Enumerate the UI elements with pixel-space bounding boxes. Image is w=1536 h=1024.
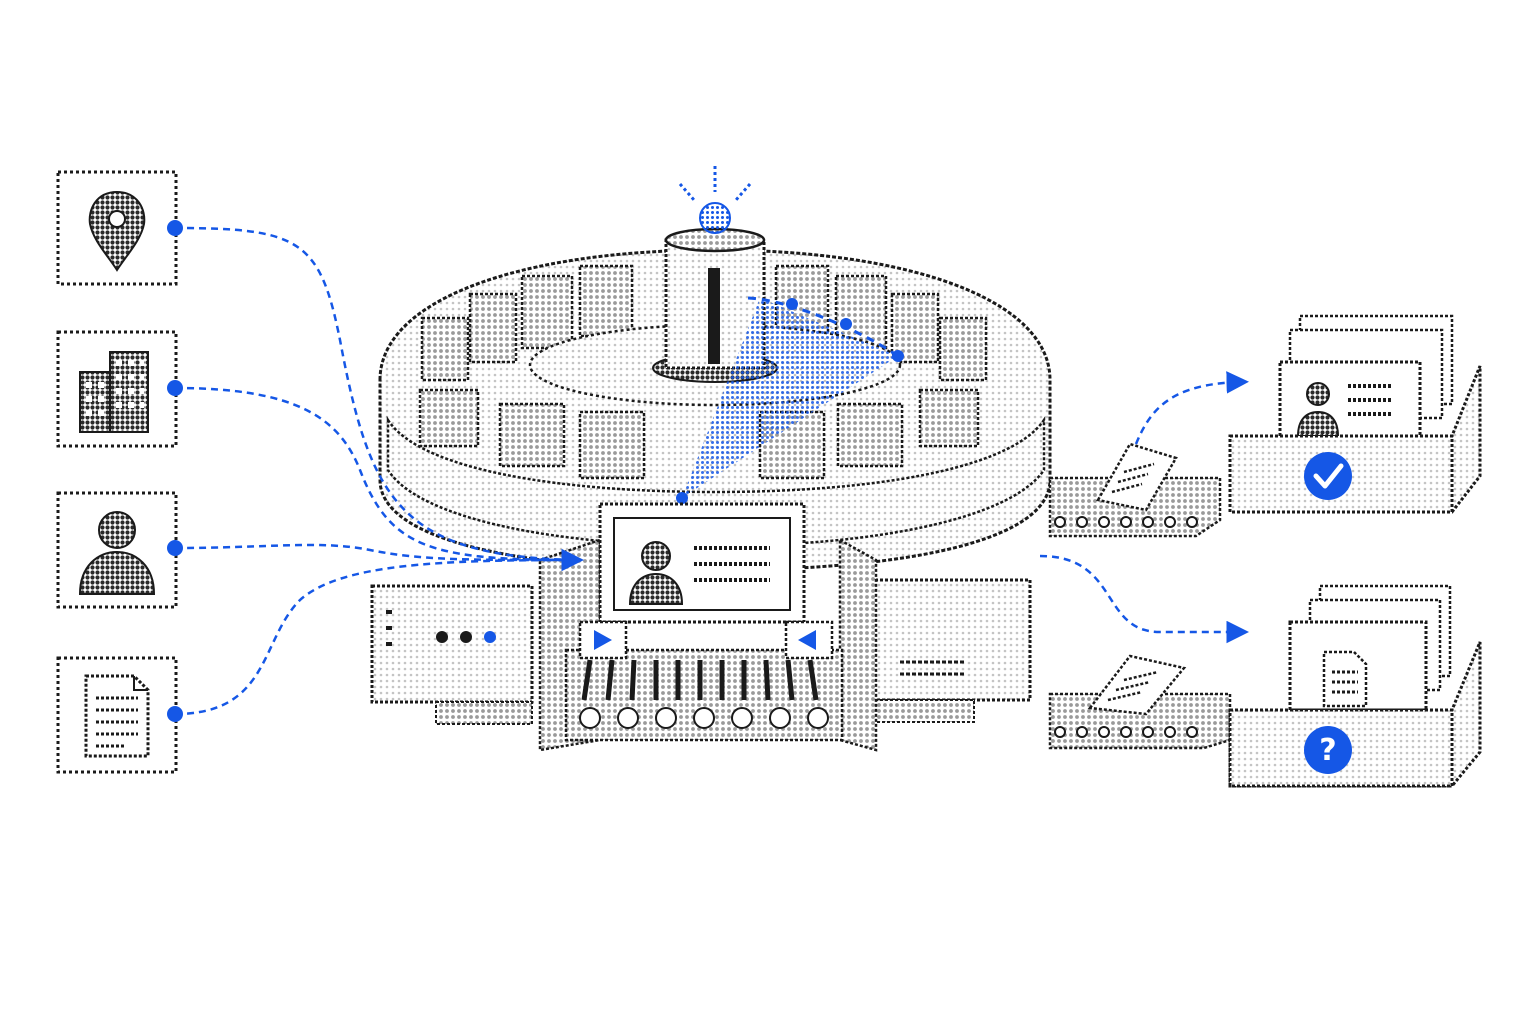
conveyor-belt — [564, 648, 844, 742]
module-indicator-lights — [436, 631, 496, 643]
input-box-person — [56, 491, 178, 609]
connector-document — [174, 548, 584, 716]
connector-to-verified — [1134, 371, 1249, 445]
input-box-document — [56, 656, 178, 774]
upper-output-conveyor — [1048, 442, 1222, 538]
output-tray-unresolved: ? — [1228, 584, 1482, 788]
question-mark-glyph: ? — [1319, 733, 1336, 768]
carousel-back-folders — [420, 264, 988, 382]
output-tray-verified — [1228, 314, 1482, 514]
id-card-icon — [628, 541, 770, 605]
conveyor-right-arrow — [784, 620, 834, 660]
input-box-location — [56, 170, 178, 286]
conveyed-document — [1087, 654, 1187, 716]
connector-building — [174, 386, 576, 562]
left-intake-module — [370, 584, 534, 725]
play-right-icon — [594, 630, 612, 650]
connector-location — [174, 226, 576, 562]
connector-person — [174, 543, 576, 562]
person-icon — [78, 511, 156, 595]
scan-beam — [676, 296, 904, 504]
document-icon — [1322, 650, 1368, 708]
conveyed-document — [1096, 442, 1178, 512]
lower-output-conveyor — [1048, 654, 1232, 750]
document-icon — [84, 674, 150, 758]
scanner-station — [538, 502, 878, 752]
connector-to-unresolved — [1039, 554, 1249, 644]
checkmark-icon — [1304, 452, 1352, 500]
id-card-icon — [1296, 382, 1392, 437]
right-output-module — [868, 578, 1032, 723]
question-mark-icon: ? — [1304, 726, 1352, 774]
input-box-building — [56, 330, 178, 448]
play-left-icon — [798, 630, 816, 650]
input-connector-dots — [167, 220, 183, 722]
input-connectors — [174, 226, 584, 716]
carousel-front-folders — [418, 388, 980, 480]
scanned-id-card — [598, 502, 806, 624]
conveyor-left-arrow — [578, 620, 628, 660]
map-pin-icon — [88, 190, 146, 272]
conveyor-rollers — [579, 707, 829, 729]
building-icon — [79, 351, 149, 433]
output-connectors — [1039, 371, 1249, 644]
carousel-drum — [378, 166, 1052, 572]
beacon-light-icon — [678, 166, 752, 234]
